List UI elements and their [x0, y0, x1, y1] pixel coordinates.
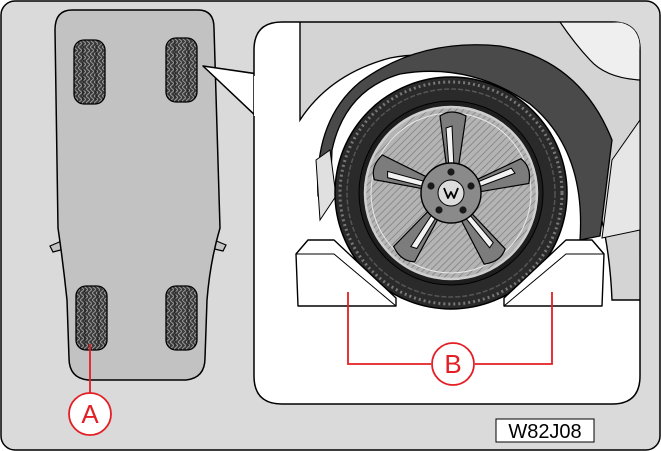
figure-code: W82J08 — [508, 421, 581, 443]
callout-b-label: B — [444, 349, 461, 379]
wheel-icon — [74, 40, 105, 104]
wheel-icon — [166, 286, 197, 350]
wheel-icon — [76, 286, 107, 350]
wheel-icon — [166, 38, 197, 102]
callout-a-label: A — [81, 399, 99, 429]
figure-code-box: W82J08 — [496, 419, 594, 443]
